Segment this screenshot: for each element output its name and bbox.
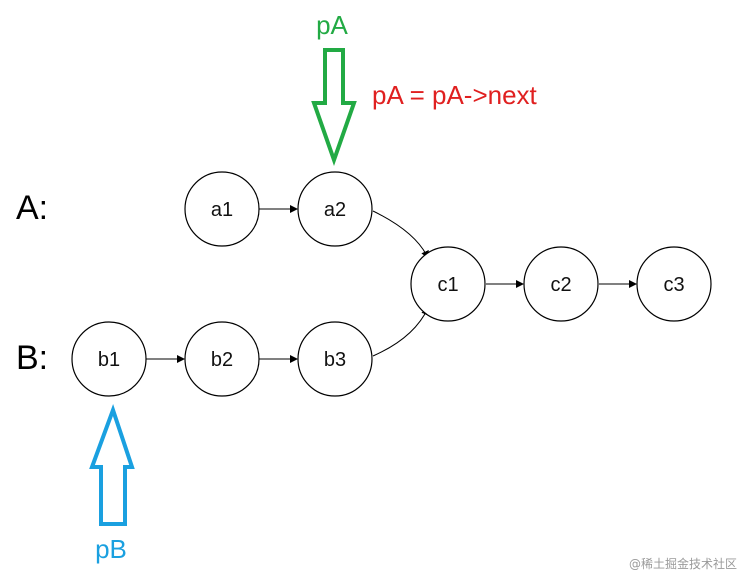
edge-b3-c1 <box>372 307 429 357</box>
pointer-pb-label: pB <box>95 534 127 564</box>
node-c3: c3 <box>636 246 712 322</box>
node-b3-label: b3 <box>324 349 346 371</box>
pointer-move-annotation: pA = pA->next <box>372 80 538 110</box>
node-a1-label: a1 <box>211 199 233 221</box>
node-c3-label: c3 <box>663 274 684 296</box>
node-b1: b1 <box>71 321 147 397</box>
node-c1-label: c1 <box>437 274 458 296</box>
node-a2: a2 <box>297 171 373 247</box>
watermark: @稀土掘金技术社区 <box>628 557 737 571</box>
node-a1: a1 <box>184 171 260 247</box>
node-b3: b3 <box>297 321 373 397</box>
row-label-a: A: <box>16 189 48 227</box>
pointer-pa-arrow-icon <box>311 48 357 167</box>
edge-a2-c1 <box>372 210 429 259</box>
node-b1-label: b1 <box>98 349 120 371</box>
node-b2-label: b2 <box>211 349 233 371</box>
node-a2-label: a2 <box>324 199 346 221</box>
node-c2: c2 <box>523 246 599 322</box>
node-c1: c1 <box>410 246 486 322</box>
node-c2-label: c2 <box>550 274 571 296</box>
pointer-pb-arrow-icon <box>89 403 135 526</box>
node-b2: b2 <box>184 321 260 397</box>
row-label-b: B: <box>16 339 48 377</box>
pointer-pa-label: pA <box>316 10 348 40</box>
